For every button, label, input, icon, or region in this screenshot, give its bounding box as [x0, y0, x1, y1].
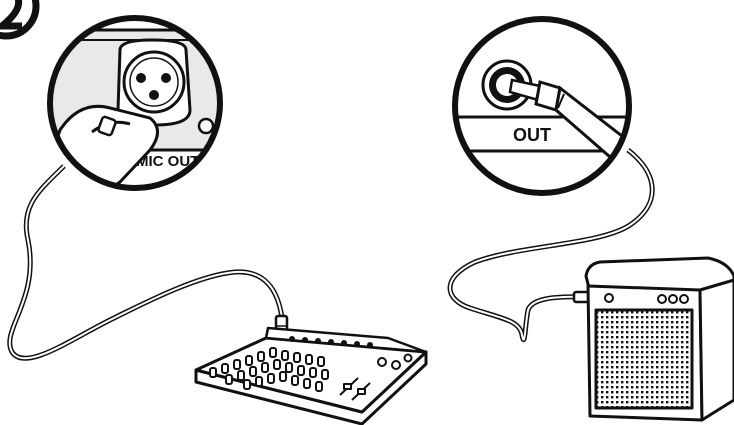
guitar-amplifier-icon: [586, 258, 734, 420]
mixing-console-icon: [196, 328, 426, 424]
out-jack-callout: OUT: [450, 19, 640, 210]
step-number-circle-icon: [0, 0, 36, 36]
xlr-cable-icon: [10, 166, 287, 358]
xlr-jack-callout: MIC OUT: [40, 18, 240, 200]
out-label: OUT: [513, 125, 551, 145]
